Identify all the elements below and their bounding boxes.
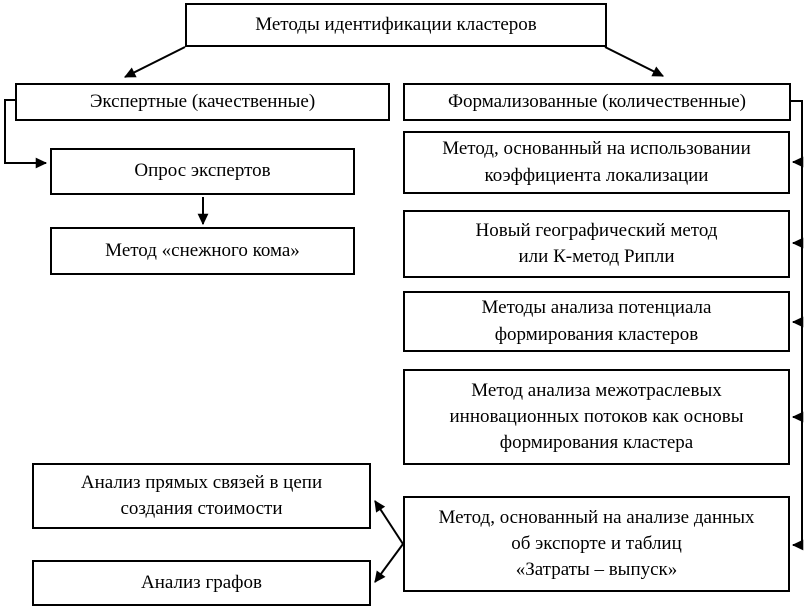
node-localization-coefficient-method: Метод, основанный на использовании коэфф…	[403, 131, 790, 194]
edge-export-to-value-chain-arrow	[374, 500, 404, 545]
node-export-input-output-method: Метод, основанный на анализе данных об э…	[403, 496, 790, 592]
node-cluster-potential-analysis: Методы анализа потенциала формирования к…	[403, 291, 790, 352]
node-interindustry-innovation-flows: Метод анализа межотраслевых инновационны…	[403, 369, 790, 465]
node-snowball-method: Метод «снежного кома»	[50, 227, 355, 275]
node-expert-survey: Опрос экспертов	[50, 148, 355, 195]
node-geographic-ripley-method: Новый географический метод или К-метод Р…	[403, 210, 790, 278]
edge-root-to-formal-arrow	[604, 46, 664, 77]
formal-rail-line	[791, 100, 803, 545]
edge-root-to-expert-arrow	[124, 46, 186, 78]
node-expert-methods-header: Экспертные (качественные)	[15, 83, 390, 121]
node-graph-analysis: Анализ графов	[32, 560, 371, 606]
node-root-title: Методы идентификации кластеров	[185, 3, 607, 47]
edge-export-to-graphs-arrow	[374, 543, 404, 583]
node-value-chain-links-analysis: Анализ прямых связей в цепи создания сто…	[32, 463, 371, 529]
node-formalized-methods-header: Формализованные (количественные)	[403, 83, 791, 121]
